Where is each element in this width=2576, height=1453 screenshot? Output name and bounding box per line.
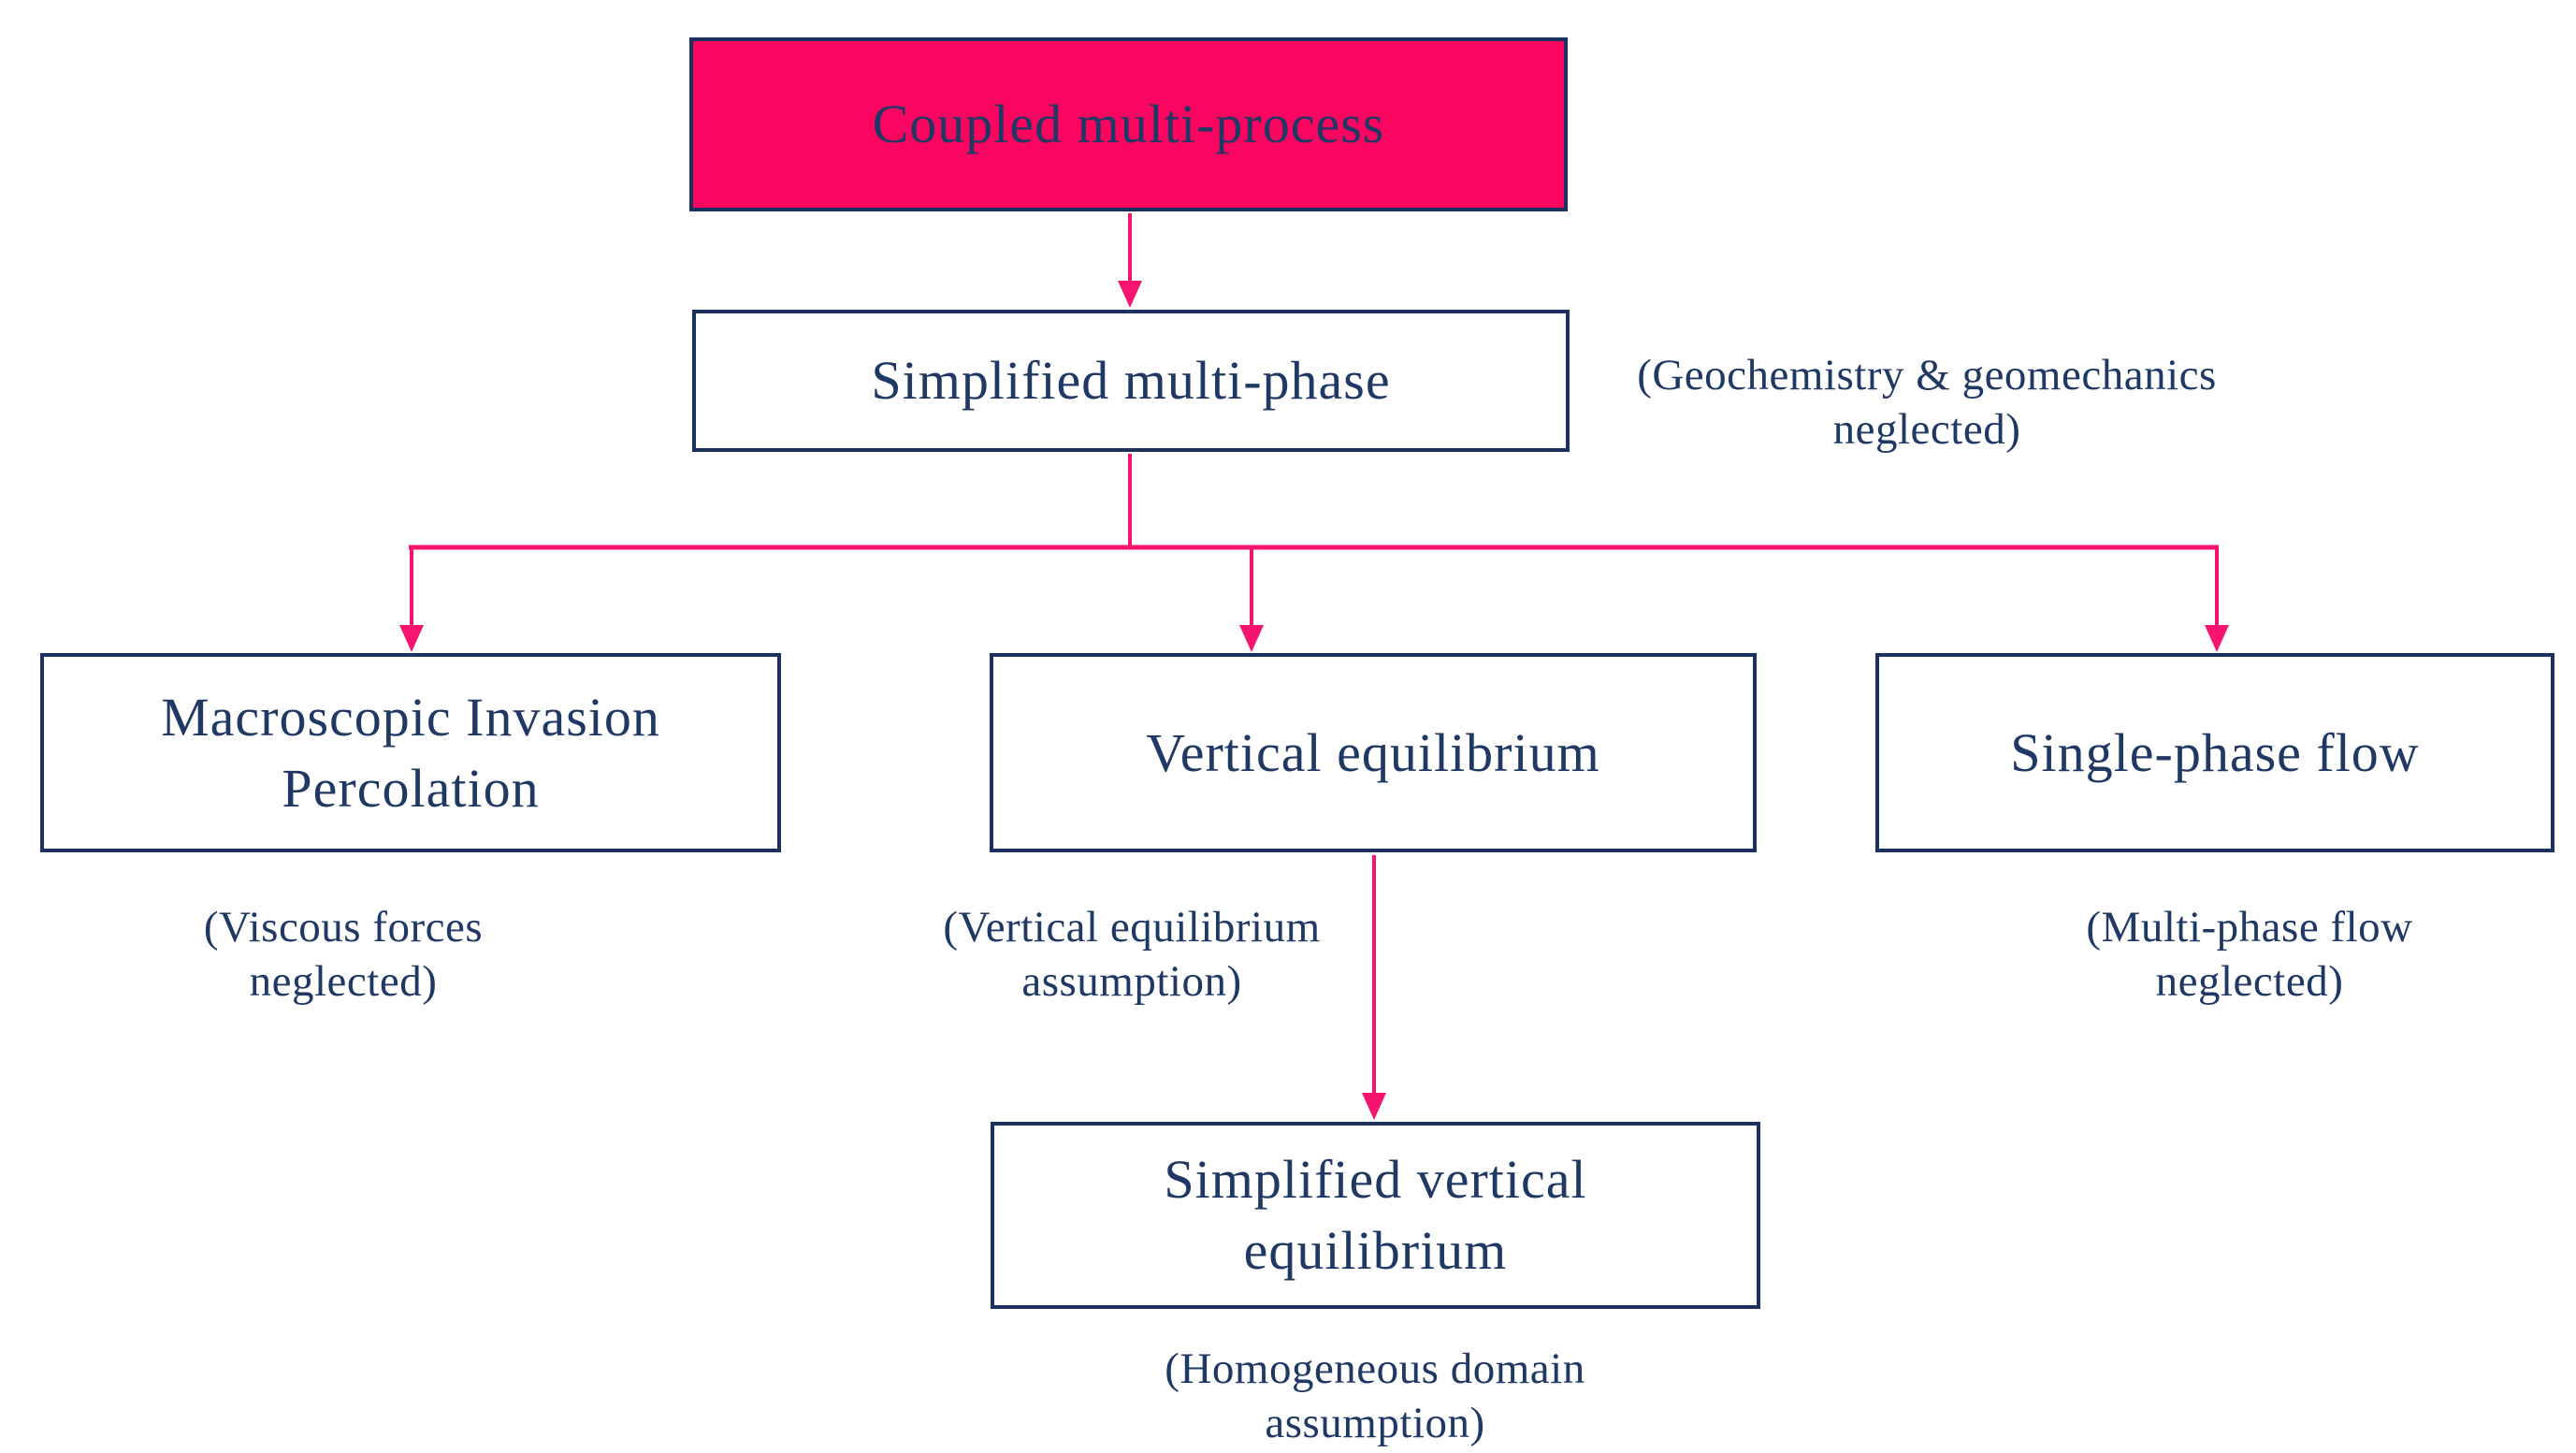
arrow-branch-left [399,547,424,652]
annotation-viscous-forces-neglected: (Viscous forces neglected) [109,900,577,1009]
annotation-line: (Geochemistry & geomechanics [1637,351,2217,400]
annotation-vertical-equilibrium-assumption: (Vertical equilibrium assumption) [898,900,1366,1009]
node-vertical-equilibrium: Vertical equilibrium [990,653,1757,852]
node-label: Single-phase flow [2010,721,2420,783]
annotation-line: (Homogeneous domain [1165,1344,1585,1393]
node-coupled-multi-process: Coupled multi-process [689,37,1568,211]
node-label: Simplified multi-phase [871,350,1391,411]
node-simplified-vertical-equilibrium: Simplified vertical equilibrium [991,1122,1760,1309]
annotation-line: (Multi-phase flow [2086,903,2413,952]
node-label: Coupled multi-process [872,94,1385,154]
annotation-multi-phase-flow-neglected: (Multi-phase flow neglected) [2016,900,2483,1009]
annotation-homogeneous-domain-assumption: (Homogeneous domain assumption) [1094,1342,1656,1450]
annotation-line: neglected) [2155,957,2344,1006]
node-label: Vertical equilibrium [1146,721,1600,783]
annotation-line: assumption) [1265,1399,1485,1447]
annotation-line: neglected) [1832,405,2021,454]
node-single-phase-flow: Single-phase flow [1875,653,2554,852]
annotation-line: assumption) [1021,957,1242,1006]
node-label: Macroscopic Invasion Percolation [161,686,660,819]
annotation-geochemistry-neglected: (Geochemistry & geomechanics neglected) [1553,348,2301,457]
arrow-verticaleq-to-simplifiedve [1362,855,1386,1120]
annotation-line: neglected) [249,957,438,1006]
node-simplified-multi-phase: Simplified multi-phase [692,310,1570,452]
arrow-coupled-to-simplified [1118,213,1142,308]
annotation-line: (Viscous forces [203,903,484,952]
arrow-branch-right [2205,547,2229,652]
node-label: Simplified vertical equilibrium [1164,1149,1587,1281]
node-macroscopic-invasion-percolation: Macroscopic Invasion Percolation [40,653,781,852]
annotation-line: (Vertical equilibrium [943,903,1321,952]
arrow-branch-middle [1239,547,1264,652]
